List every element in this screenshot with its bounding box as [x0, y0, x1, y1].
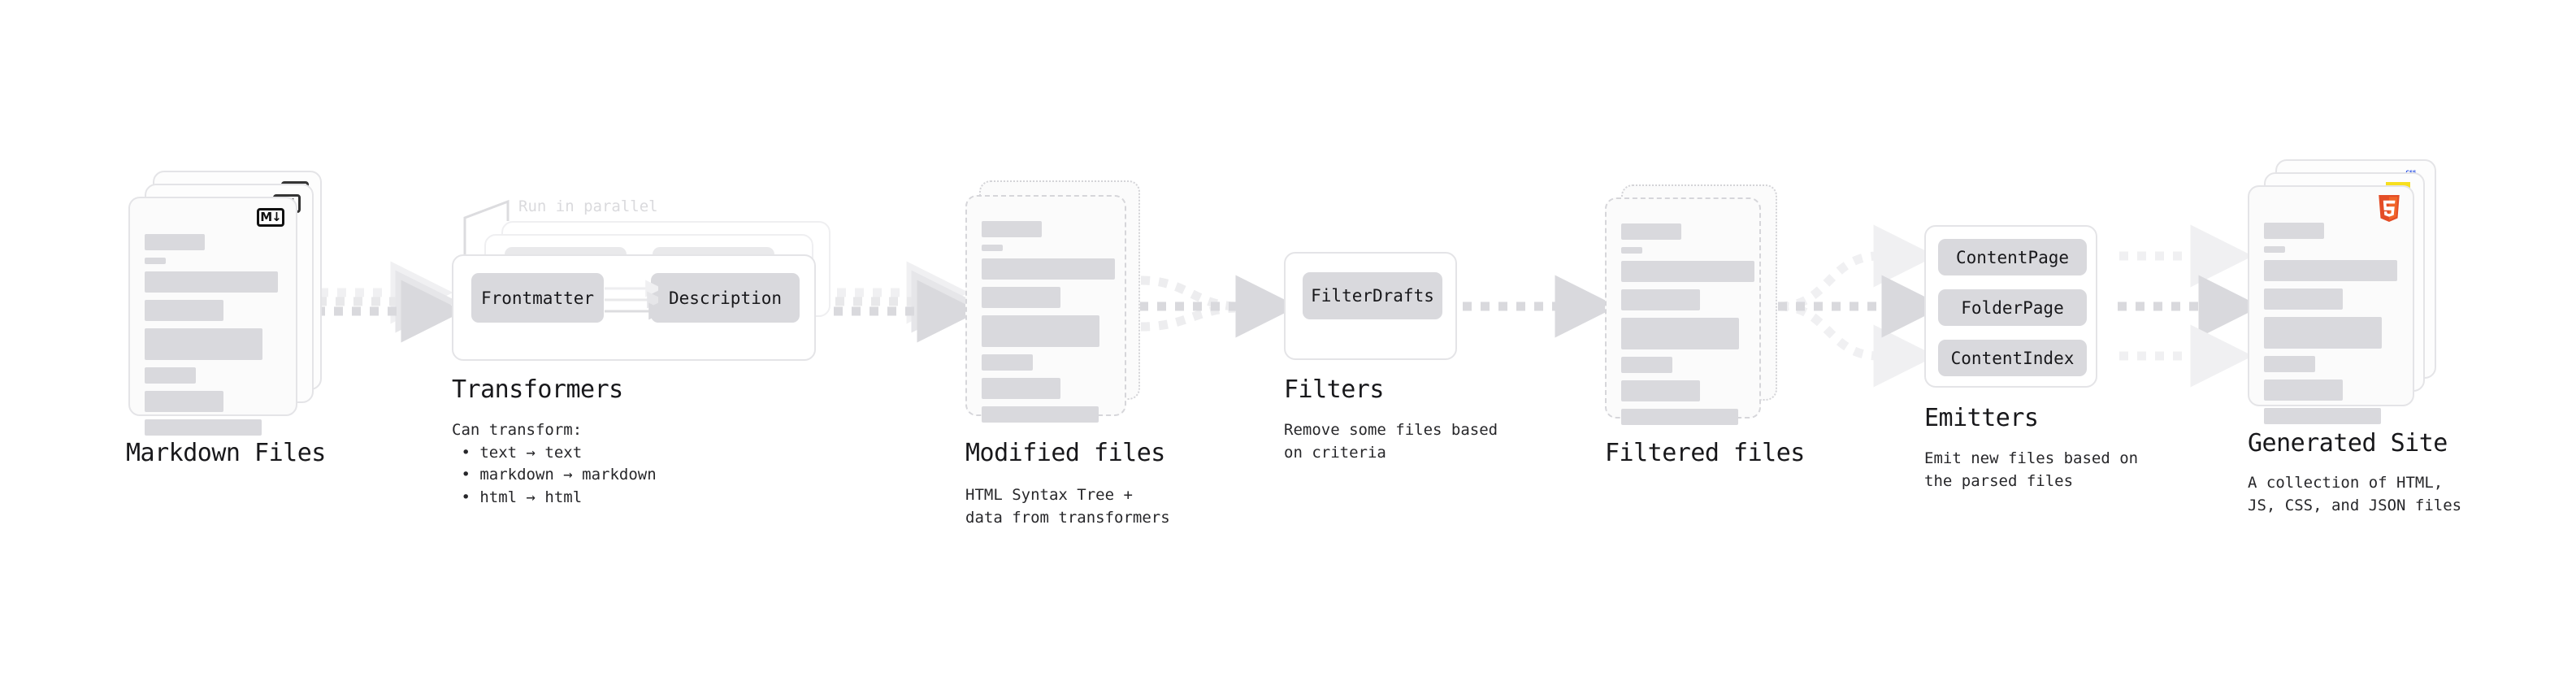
doc-bar — [1621, 380, 1700, 401]
doc-bar — [2264, 380, 2343, 401]
stage-title-filtered-files: Filtered files — [1605, 439, 1805, 467]
doc-bar — [145, 258, 166, 264]
doc-bar — [982, 315, 1099, 347]
doc-bar — [982, 354, 1033, 371]
doc-bar — [145, 271, 278, 293]
stage-subtitle-filters: Remove some files based on criteria — [1284, 421, 1498, 462]
stage-subtitle-generated-site: A collection of HTML, JS, CSS, and JSON … — [2248, 474, 2462, 514]
markdown-badge-icon: M↓ — [257, 208, 284, 227]
doc-bar — [2264, 288, 2343, 310]
doc-bar — [145, 419, 262, 436]
filter-chip-filterdrafts[interactable]: FilterDrafts — [1303, 272, 1442, 319]
stage-title-filters: Filters — [1284, 375, 1384, 404]
doc-bar — [1621, 318, 1739, 349]
doc-bar — [2264, 408, 2381, 424]
doc-bar — [1621, 223, 1681, 240]
stage-title-transformers: Transformers — [452, 375, 623, 404]
doc-bar — [982, 287, 1060, 308]
doc-bar — [982, 406, 1099, 423]
doc-bar — [982, 245, 1003, 251]
doc-placeholder-bars — [2264, 223, 2400, 432]
emitters-panel[interactable]: ContentPage FolderPage ContentIndex — [1924, 225, 2097, 388]
arrow-filtered-to-emitters — [1778, 224, 1945, 388]
doc-bar — [2264, 356, 2315, 372]
arrow-markdown-to-transformers — [316, 261, 464, 343]
site-doc-front[interactable]: HTML5 — [2248, 185, 2414, 424]
doc-bar — [145, 391, 223, 412]
emitter-chip-contentpage[interactable]: ContentPage — [1938, 239, 2087, 275]
doc-bar — [2264, 317, 2382, 349]
transformer-panel-front[interactable]: Frontmatter Description — [452, 254, 816, 361]
stage-title-markdown-files: Markdown Files — [126, 439, 326, 467]
doc-bar — [982, 378, 1060, 399]
transformer-chip-frontmatter[interactable]: Frontmatter — [471, 273, 604, 323]
doc-placeholder-bars — [145, 234, 283, 443]
stage-subtitle-emitters: Emit new files based on the parsed files — [1924, 449, 2139, 490]
doc-bar — [145, 328, 262, 360]
markdown-doc-front[interactable]: M↓ — [128, 197, 297, 436]
doc-bar — [1621, 409, 1738, 425]
transformer-inner-arrows — [605, 280, 658, 320]
doc-bar — [145, 234, 205, 250]
doc-bar — [145, 300, 223, 321]
stage-subtitle-transformers: Can transform: • text → text • markdown … — [452, 421, 657, 506]
doc-bar — [145, 367, 196, 384]
stage-title-modified-files: Modified files — [965, 439, 1165, 467]
run-in-parallel-note: Run in parallel — [518, 197, 658, 215]
arrow-modified-to-filters — [1139, 275, 1299, 338]
doc-bar — [1621, 247, 1642, 254]
stage-title-generated-site: Generated Site — [2248, 429, 2448, 458]
doc-bar — [2264, 223, 2324, 239]
doc-bar — [2264, 246, 2285, 253]
doc-bar — [2264, 260, 2397, 281]
modified-doc-front[interactable] — [965, 195, 1126, 423]
doc-bar — [1621, 289, 1700, 310]
transformer-chip-description[interactable]: Description — [651, 273, 800, 323]
doc-placeholder-bars — [1621, 223, 1754, 432]
filtered-doc-front[interactable] — [1605, 197, 1761, 425]
arrow-emitters-to-site — [2118, 224, 2262, 388]
emitter-chip-contentindex[interactable]: ContentIndex — [1938, 340, 2087, 376]
html5-badge-icon: HTML5 — [2379, 195, 2400, 222]
doc-bar — [1621, 357, 1672, 373]
stage-title-emitters: Emitters — [1924, 404, 2039, 432]
doc-bar — [982, 258, 1115, 280]
doc-placeholder-bars — [982, 221, 1115, 430]
filters-panel[interactable]: FilterDrafts — [1284, 252, 1457, 360]
emitter-chip-folderpage[interactable]: FolderPage — [1938, 289, 2087, 326]
doc-bar — [1621, 261, 1754, 282]
arrow-transformers-to-modified — [834, 261, 980, 343]
stage-subtitle-modified-files: HTML Syntax Tree + data from transformer… — [965, 486, 1170, 527]
doc-bar — [982, 221, 1042, 237]
